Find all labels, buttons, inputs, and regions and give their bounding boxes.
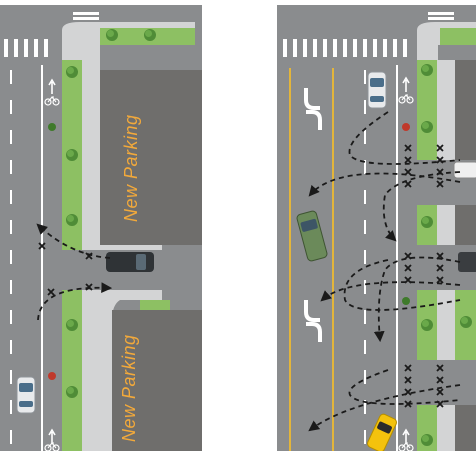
right-car-green bbox=[296, 210, 328, 262]
left-cyclist-lower bbox=[48, 372, 56, 380]
left-car-dark bbox=[106, 252, 154, 272]
right-cyclist-lower bbox=[402, 297, 410, 305]
left-parking-lot-upper bbox=[100, 70, 202, 245]
right-conflict-points bbox=[404, 144, 444, 408]
left-sidewalk-lower bbox=[82, 290, 100, 451]
left-movement-paths bbox=[36, 223, 113, 321]
right-crosswalk bbox=[283, 39, 407, 57]
parking-label-lower: New Parking bbox=[119, 334, 139, 442]
left-car-white bbox=[16, 376, 36, 414]
right-car-parked-2 bbox=[458, 252, 476, 272]
left-crosswalk bbox=[4, 39, 48, 57]
panel-gutter bbox=[202, 0, 277, 451]
right-driveway-3 bbox=[417, 360, 476, 405]
left-sidewalk-upper bbox=[82, 60, 100, 250]
right-turn-arrow-lower bbox=[304, 300, 322, 342]
left-cyclist bbox=[48, 123, 56, 131]
left-conflict-points bbox=[38, 242, 93, 296]
right-taxi bbox=[367, 413, 397, 451]
right-turn-arrow-upper bbox=[304, 88, 322, 130]
right-movement-paths bbox=[308, 111, 461, 432]
left-street-diagram: New Parking New Parking bbox=[0, 5, 202, 451]
right-car-parked-1 bbox=[453, 161, 476, 179]
right-car-white bbox=[367, 71, 387, 109]
left-parking-lot-lower bbox=[112, 310, 202, 451]
right-cyclist bbox=[402, 123, 410, 131]
parking-label-upper: New Parking bbox=[121, 114, 141, 222]
right-center-turn-lane bbox=[289, 68, 334, 451]
left-grass-strip-lower bbox=[62, 290, 82, 451]
right-street-diagram bbox=[277, 5, 476, 451]
